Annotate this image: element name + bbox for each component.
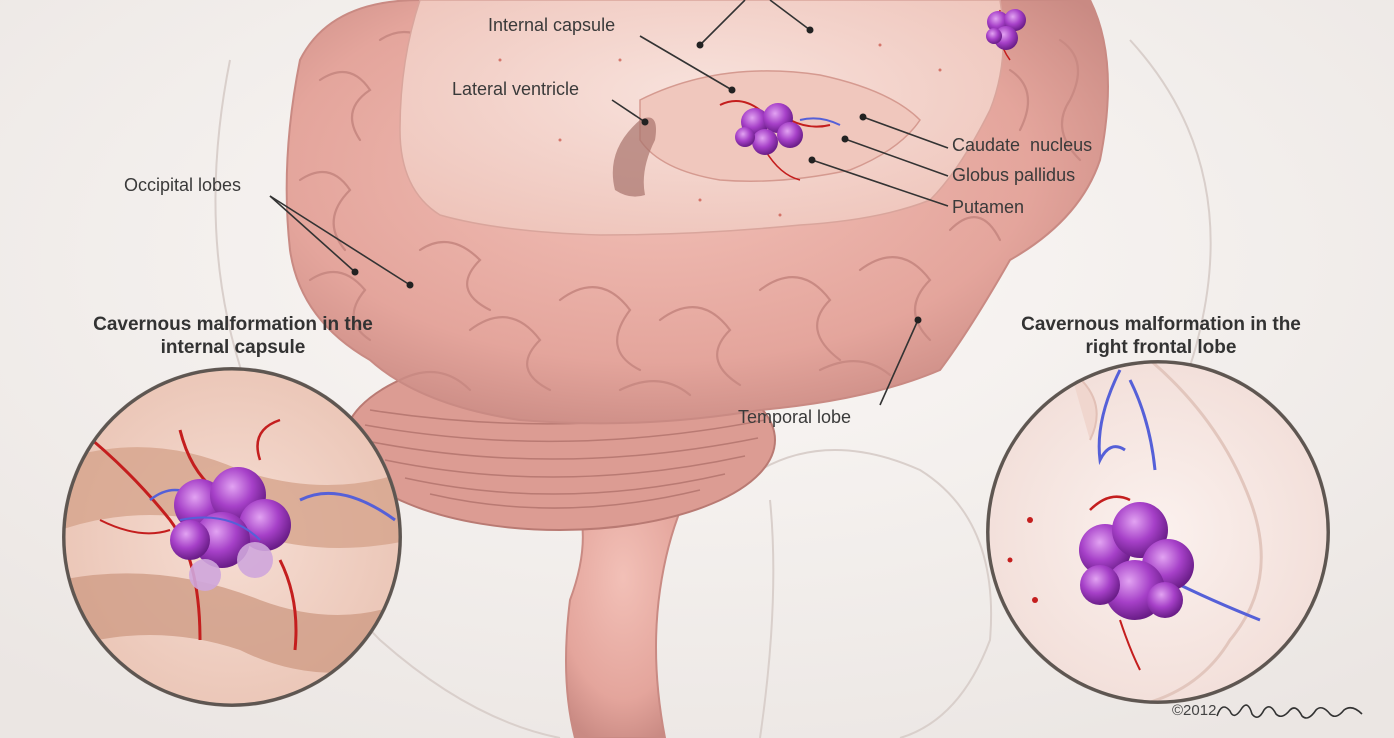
inset-internal-capsule: [62, 367, 402, 707]
inset-left-heading-line1: Cavernous malformation in the: [93, 314, 373, 335]
leader-lines: [269, 0, 949, 406]
inset-right-frontal-lobe: [986, 360, 1330, 704]
leader-dots: [351, 26, 922, 324]
label-occipital-lobes: Occipital lobes: [124, 175, 242, 195]
label-globus-pallidus: Globus pallidus: [952, 165, 1076, 185]
inset-right-heading-line2: right frontal lobe: [1085, 337, 1237, 358]
lateral-ventricle-shape: [612, 117, 656, 197]
vessel-dots: [498, 43, 942, 217]
label-temporal-lobe: Temporal lobe: [738, 407, 852, 427]
copyright-text: ©2012: [1172, 702, 1217, 719]
inset-right-heading: Cavernous malformation in the right fron…: [1000, 313, 1322, 359]
malformation-central: [719, 100, 841, 181]
artist-signature: [1216, 704, 1363, 719]
inset-left-heading-line2: internal capsule: [160, 337, 306, 358]
inset-right-heading-line1: Cavernous malformation in the: [1021, 314, 1301, 335]
malformation-frontal: [986, 9, 1026, 61]
label-caudate-nucleus: Caudate nucleus: [952, 135, 1093, 155]
label-putamen: Putamen: [952, 197, 1025, 217]
inset-left-heading: Cavernous malformation in the internal c…: [72, 313, 394, 359]
label-internal-capsule: Internal capsule: [488, 15, 616, 35]
label-lateral-ventricle: Lateral ventricle: [452, 79, 580, 99]
